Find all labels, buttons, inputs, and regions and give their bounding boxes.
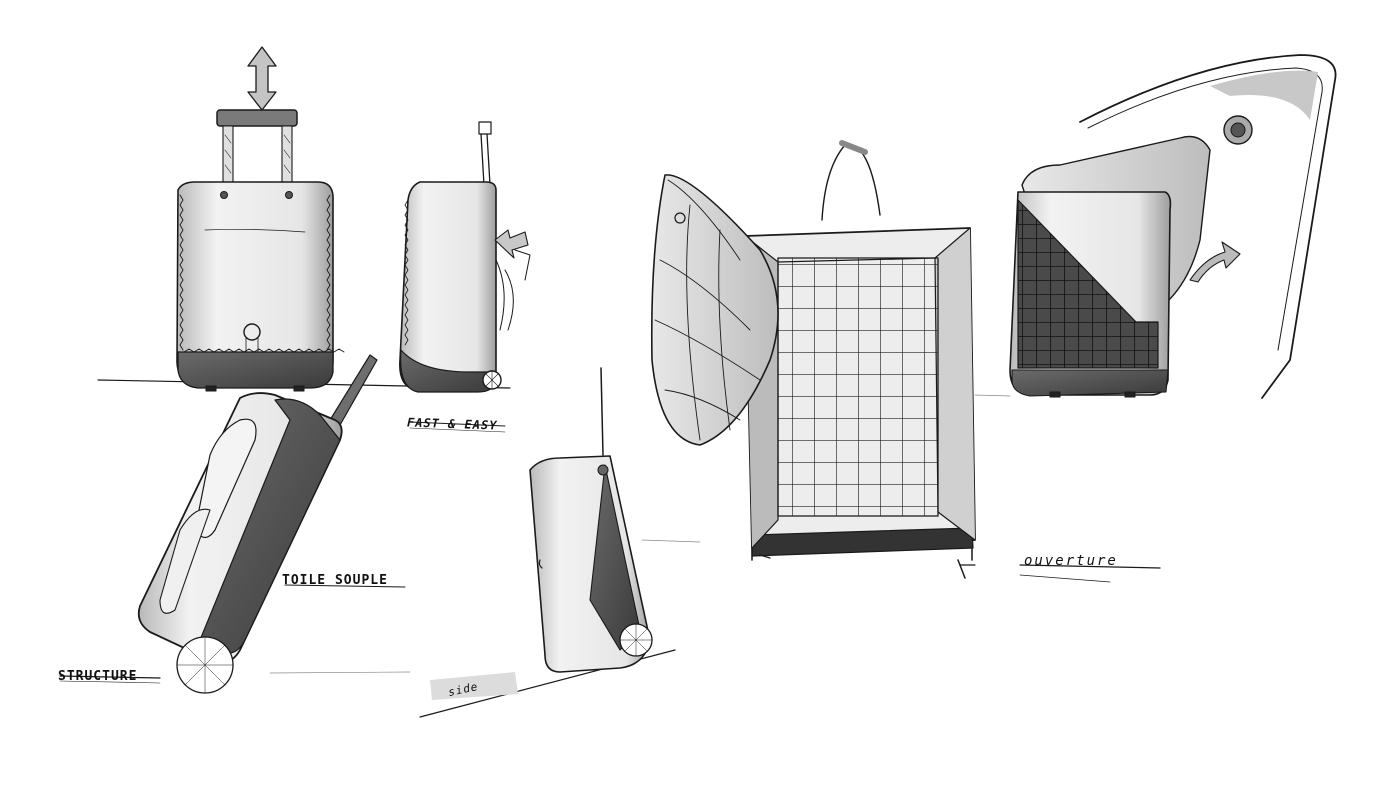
ouverture-label: ouverture: [1024, 553, 1118, 569]
side-trolley-sketch: [430, 367, 653, 700]
tilted-suitcase-sketch: [59, 354, 406, 694]
toile-souple-label: TOILE SOUPLE: [282, 573, 388, 588]
side-suitcase-sketch: [399, 121, 531, 433]
front-suitcase-sketch: [176, 46, 345, 392]
flap-suitcase-sketch: [1009, 54, 1337, 399]
structure-label: STRUCTURE: [58, 669, 138, 684]
open-suitcase-sketch: [650, 140, 1161, 583]
